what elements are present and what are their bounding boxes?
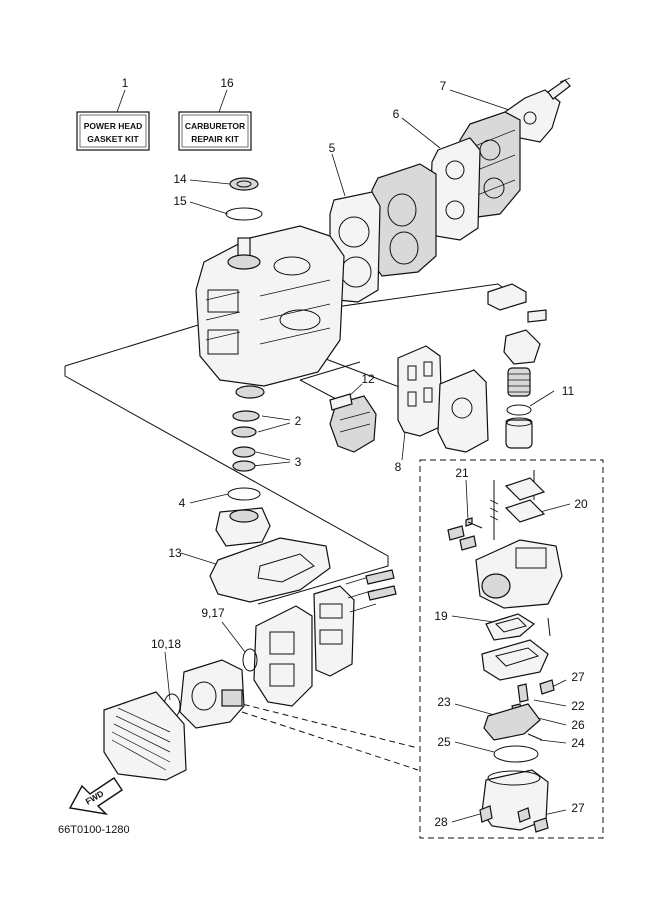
intake-manifold	[253, 605, 313, 707]
callout-20: 20	[574, 497, 588, 511]
part-28-drain-screw	[479, 805, 493, 823]
part-13-base-gasket	[209, 537, 331, 603]
thermostat	[507, 367, 531, 397]
carburetor-body	[447, 525, 563, 609]
thermostat-cover	[487, 283, 547, 365]
part-9-17-gasket	[242, 648, 258, 672]
lower-bearing-housing	[215, 507, 271, 547]
callout-25: 25	[437, 735, 451, 749]
callout-10-18: 10,18	[151, 637, 181, 651]
callout-24: 24	[571, 736, 585, 750]
callout-22: 22	[571, 699, 585, 713]
part-4-o-ring	[227, 487, 261, 501]
crankcase-block	[195, 225, 345, 387]
callout-labels: 1 16 7 6 5 14 15 12 11 2 3 8 4 13 9,17 1…	[122, 76, 588, 829]
power-head-gasket-kit-box: POWER HEAD GASKET KIT	[76, 111, 150, 151]
callout-28: 28	[434, 815, 448, 829]
power-head-kit-line1: POWER HEAD	[84, 121, 143, 131]
carburetor-kit-line1: CARBURETOR	[185, 121, 245, 131]
callout-11: 11	[562, 384, 575, 398]
callout-21: 21	[455, 466, 469, 480]
part-25-gasket	[493, 745, 539, 763]
carburetor-kit-boundary	[419, 459, 604, 839]
part-15-o-ring	[225, 207, 263, 221]
part-20-plates	[504, 477, 546, 523]
callout-27-top: 27	[571, 670, 585, 684]
part-22-needle-valve	[517, 683, 529, 703]
part-11-gasket	[506, 404, 532, 416]
carburetor-kit-line2: REPAIR KIT	[191, 134, 239, 144]
callout-7: 7	[440, 79, 447, 93]
callout-14: 14	[173, 172, 187, 186]
callout-1: 1	[122, 76, 129, 90]
part-5-cylinder-head	[371, 163, 437, 277]
callout-2: 2	[295, 414, 302, 428]
callout-9-17: 9,17	[201, 606, 225, 620]
callout-15: 15	[173, 194, 187, 208]
part-21-screw	[465, 517, 483, 529]
part-24-float-pin	[527, 733, 543, 741]
callout-23: 23	[437, 695, 451, 709]
callout-26: 26	[571, 718, 585, 732]
part-6-gasket	[429, 137, 481, 241]
part-23-float	[483, 703, 541, 741]
reed-valve-assembly	[313, 569, 397, 677]
diagram-code: 66T0100-1280	[58, 824, 130, 836]
part-27-plug-top	[539, 679, 555, 695]
callout-13: 13	[168, 546, 182, 560]
carburetor-small	[179, 659, 245, 729]
float-chamber-lower	[481, 639, 549, 681]
carburetor-repair-kit-box: CARBURETOR REPAIR KIT	[178, 111, 252, 151]
callout-3: 3	[295, 455, 302, 469]
callout-6: 6	[393, 107, 400, 121]
part-12-fuel-pump	[329, 393, 377, 453]
part-27-plug-bottom	[517, 807, 549, 833]
callout-4: 4	[179, 496, 186, 510]
callout-16: 16	[220, 76, 234, 90]
exhaust-cover	[437, 369, 489, 453]
part-19-gasket	[485, 613, 551, 641]
part-14-oil-seal	[229, 177, 259, 191]
callout-12: 12	[361, 372, 375, 386]
fwd-arrow-icon: FWD	[68, 777, 123, 816]
thermostat-housing	[505, 417, 533, 449]
air-silencer	[103, 691, 187, 781]
part-8-exhaust-gasket	[397, 345, 443, 437]
power-head-kit-line2: GASKET KIT	[87, 134, 139, 144]
callout-19: 19	[434, 609, 448, 623]
callout-27-bottom: 27	[571, 801, 585, 815]
callout-5: 5	[329, 141, 336, 155]
part-2-oil-seals	[231, 385, 265, 438]
part-3-oil-seals	[232, 446, 256, 472]
callout-8: 8	[395, 460, 402, 474]
